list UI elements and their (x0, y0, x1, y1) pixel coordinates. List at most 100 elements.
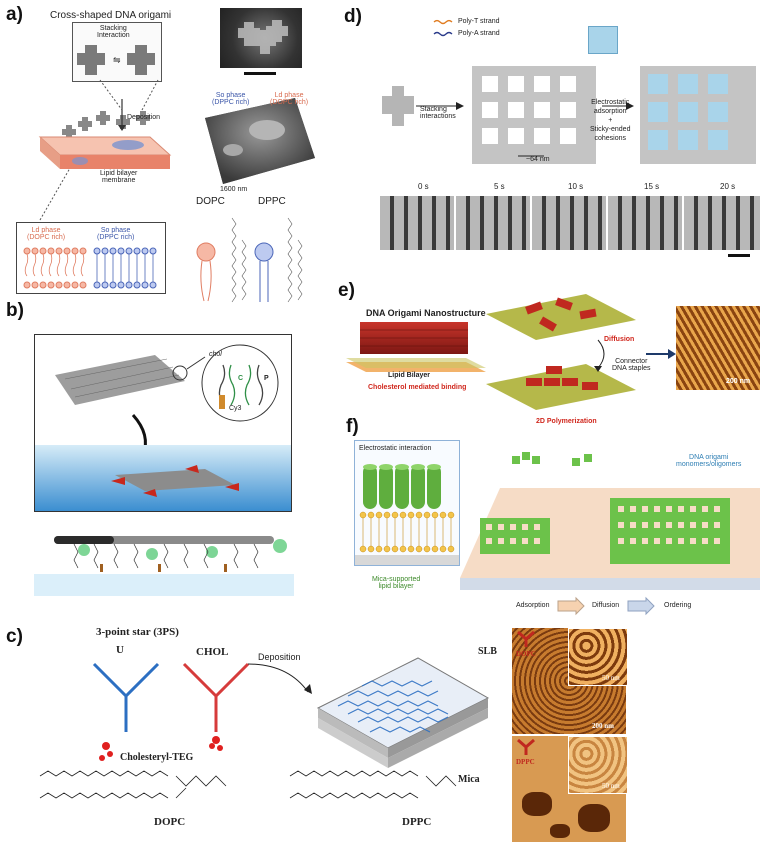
stacking-label: Stacking Interaction (97, 25, 130, 39)
chol-teg-label: Cholesteryl-TEG (120, 752, 194, 763)
poly-t-label: Poly-T strand (458, 18, 500, 25)
afm-dppc-label: DPPC (516, 758, 535, 766)
time-frame-2 (532, 196, 606, 250)
origami-label: DNA Origami Nanostructure (366, 308, 486, 318)
scale-50a: 50 nm (602, 674, 620, 682)
diffusion-label: Diffusion (604, 336, 635, 343)
bilayer-lipids (23, 247, 157, 289)
three-point-stars (92, 662, 250, 761)
dopc-star-icon (517, 630, 535, 647)
slb-honeycomb (316, 657, 490, 768)
mica-supported-label: Mica-supported lipid bilayer (372, 576, 421, 590)
time-frame-0 (380, 196, 454, 250)
panel-a-title: Cross-shaped DNA origami (50, 10, 172, 21)
time-series-strip (380, 196, 760, 250)
time-0: 0 s (418, 182, 429, 191)
dppc-domain-3 (550, 824, 570, 838)
deposition-label: Deposition (127, 114, 161, 121)
e-scale-label: 200 nm (726, 378, 751, 385)
step-diffusion: Diffusion (592, 602, 620, 609)
lipid-chemical-structures (39, 770, 457, 799)
time-1: 5 s (494, 182, 505, 191)
stacking-crosses: ⇋ (77, 45, 155, 75)
scale-50b: 50 nm (602, 782, 620, 790)
f-substrate (460, 452, 760, 590)
diffusion-polymerization (486, 294, 636, 410)
blue-tile-icon (588, 26, 618, 54)
slb-label: SLB (478, 646, 497, 657)
afm-dppc-inset (568, 736, 628, 794)
deposition-arrow (247, 663, 312, 694)
c-deposition-label: Deposition (258, 652, 301, 662)
time-2: 10 s (568, 182, 584, 191)
zoom-connectors (39, 79, 159, 221)
afm-dppc-image: DPPC 50 nm (512, 736, 628, 842)
chol-label: chol (209, 351, 222, 358)
box-ld-label: Ld phase (DOPC rich) (27, 227, 66, 241)
step-ordering: Ordering (664, 602, 692, 609)
stacking-inset: Stacking Interaction ⇋ (72, 22, 162, 82)
panel-f-label: f) (346, 416, 359, 437)
afm-dopc-label: DOPC (516, 650, 536, 658)
spacing-label: ~64 nm (526, 156, 550, 163)
cholesterol-binding-label: Cholesterol mediated binding (368, 384, 467, 391)
monomers-label: DNA origami monomers/oligomers (676, 454, 742, 468)
e-afm-image: 200 nm (676, 306, 760, 390)
scale-200: 200 nm (592, 722, 614, 730)
chol-3ps-label: CHOL (196, 646, 229, 658)
lipid-membrane-illustration (38, 99, 172, 169)
afm-dopc-image: DOPC 50 nm 200 nm (512, 628, 628, 734)
electrostatic-inset: Electrostatic interaction (354, 440, 460, 566)
u-label: U (116, 644, 124, 656)
scale-1600-label: 1600 nm (220, 186, 248, 193)
connector-arrow (646, 349, 676, 359)
panel-b-frame: chol C P Cy3 (34, 334, 292, 512)
time-3: 15 s (644, 182, 660, 191)
cholesterol-anchored-origami (35, 344, 291, 511)
green-helices (355, 464, 459, 565)
dppc-star-icon (517, 738, 535, 755)
afm-dopc-inset (568, 628, 628, 686)
panel-a-label: a) (6, 4, 23, 25)
step-adsorption: Adsorption (516, 602, 550, 609)
dppc-domain-2 (578, 804, 610, 832)
time-frame-3 (608, 196, 682, 250)
poly-a-label: Poly-A strand (458, 30, 500, 37)
dopc-struct-label: DOPC (154, 816, 186, 828)
stacking-interactions-label: Stacking interactions (420, 106, 456, 120)
panel-d-label: d) (344, 6, 362, 27)
c-label: C (238, 375, 244, 382)
so-phase-label: So phase (DPPC rich) (212, 92, 250, 106)
bilayer-phase-box: Ld phase (DOPC rich) So phase (DPPC rich… (16, 222, 166, 294)
process-arrows (557, 596, 655, 616)
mica-label: Mica (458, 774, 480, 785)
panel-b-label: b) (6, 300, 24, 321)
time-frame-4 (684, 196, 760, 250)
panel-e-label: e) (338, 280, 355, 301)
afm-crosses-image (220, 8, 302, 68)
afm-phase-image (205, 98, 315, 184)
electrostatic-label: Electrostatic adsorption + Sticky-ended … (590, 99, 631, 142)
box-so-label: So phase (DPPC rich) (97, 227, 135, 241)
strand-legend-icons (433, 19, 453, 37)
rod-on-bilayer (34, 536, 294, 596)
lipid-molecules (196, 217, 303, 303)
p-label: P (264, 375, 269, 382)
origami-on-bilayer (346, 322, 486, 372)
time-frame-1 (456, 196, 530, 250)
cy3-label: Cy3 (229, 405, 242, 412)
dppc-struct-label: DPPC (402, 816, 432, 828)
d-scale-bar (728, 254, 750, 257)
membrane-label: Lipid bilayer membrane (100, 170, 138, 184)
lipid-bilayer-label: Lipid Bilayer (388, 372, 431, 379)
electrostatic-interaction-label: Electrostatic interaction (359, 445, 432, 452)
panel-c-label: c) (6, 626, 23, 647)
origami-lattice-diagrams (382, 66, 756, 164)
connector-label: Connector DNA staples (612, 358, 651, 372)
scale-bar (244, 72, 276, 75)
ld-phase-label: Ld phase (DOPC rich) (270, 92, 309, 106)
star-label: 3-point star (3PS) (96, 626, 179, 638)
polymerization-label: 2D Polymerization (536, 418, 597, 425)
svg-text:⇋: ⇋ (113, 55, 121, 65)
dppc-domain-1 (522, 792, 552, 816)
